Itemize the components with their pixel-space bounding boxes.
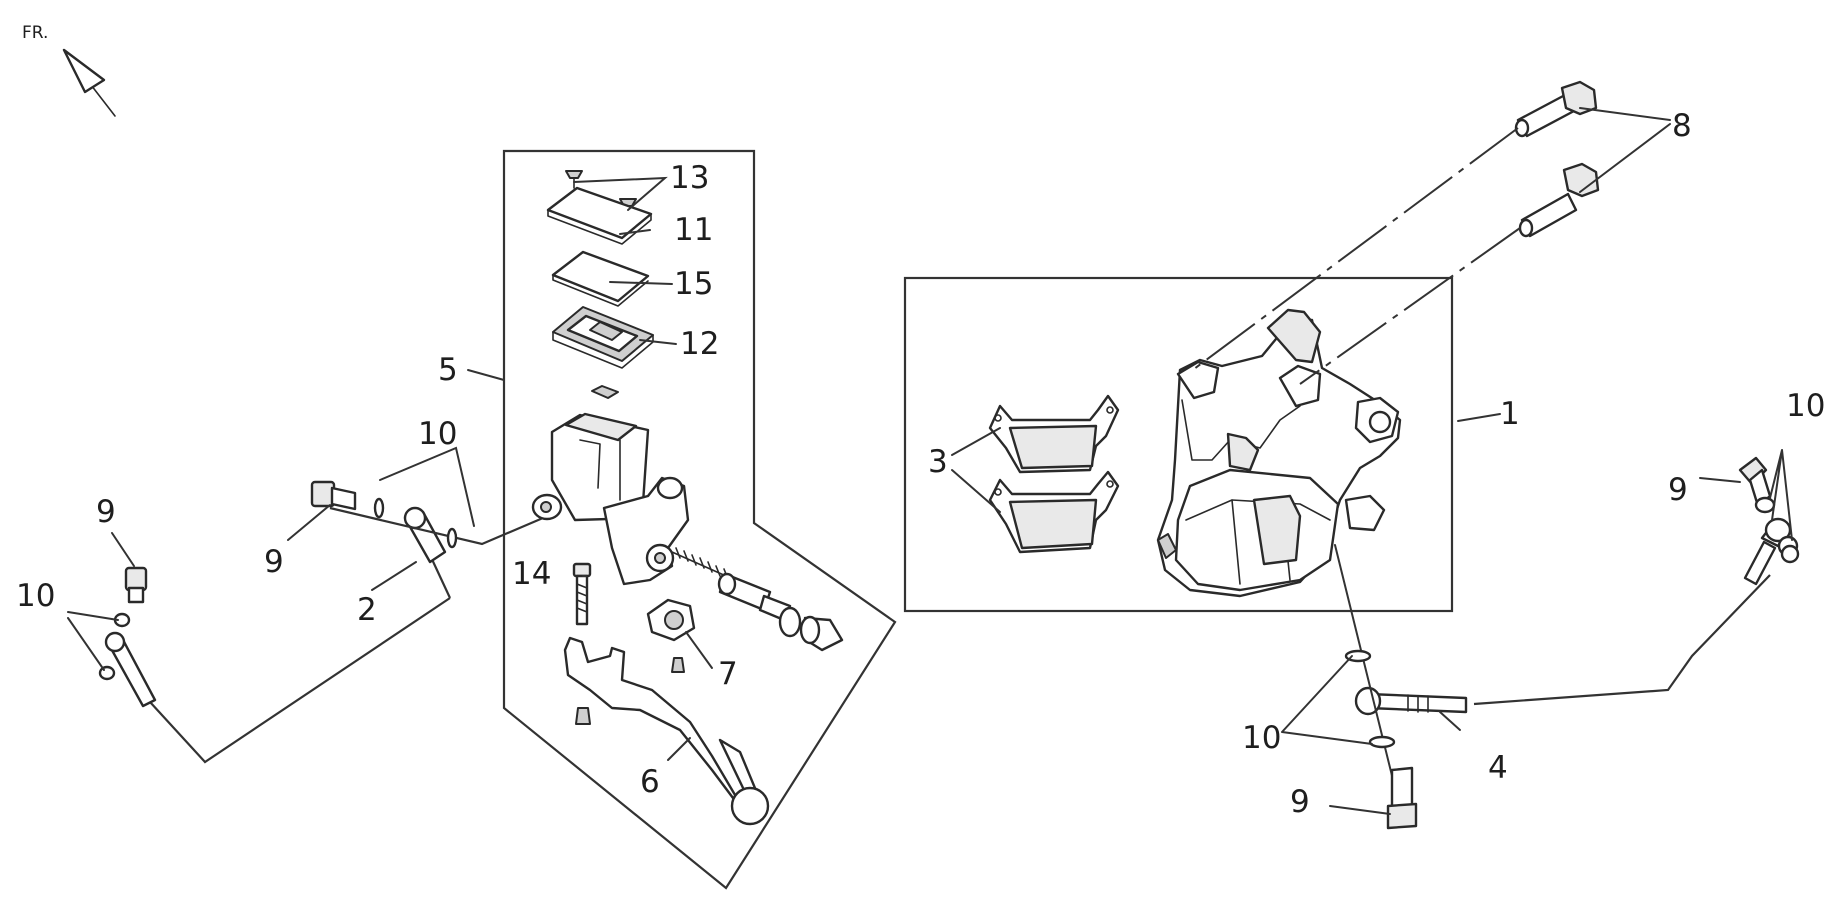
- callout-10-master: 10: [418, 416, 457, 452]
- reservoir-diaphragm: [552, 306, 654, 369]
- master-washer-right: [446, 527, 458, 549]
- callout-12: 12: [680, 326, 719, 362]
- lever-pivot-bolt: [572, 562, 592, 626]
- callout-10-right: 10: [1786, 388, 1825, 424]
- caliper-banjo-axis: [1334, 544, 1399, 801]
- caliper-bolt-lower-guide: [1299, 227, 1521, 385]
- caliper-washer-upper: [1344, 649, 1372, 663]
- master-cylinder-assembly-box: [502, 149, 897, 890]
- callout-4: 4: [1488, 750, 1508, 786]
- callout-10-caliper: 10: [1242, 720, 1281, 756]
- caliper-hose: [1354, 518, 1792, 716]
- master-piston-spring: [671, 547, 792, 622]
- brake-pad-upper: [988, 394, 1120, 474]
- caliper-bolt-upper-guide: [1189, 127, 1519, 373]
- callout-9-master: 9: [264, 544, 284, 580]
- piston-seal-ring: [778, 606, 802, 638]
- callout-1: 1: [1500, 396, 1520, 432]
- callout-6: 6: [640, 764, 660, 800]
- brake-caliper: [1156, 308, 1402, 598]
- callout-10-left: 10: [16, 578, 55, 614]
- callouts: 1 2 3 4 5 6 7 8 9 9 9 9 10 10 10 10 11 1…: [16, 108, 1825, 820]
- front-direction-label: FR.: [22, 23, 48, 43]
- front-brake-hose: [104, 506, 551, 764]
- reservoir-plate: [551, 250, 650, 303]
- caliper-bolt-upper: [1514, 80, 1598, 138]
- callout-15: 15: [674, 266, 713, 302]
- master-washer-left: [373, 497, 385, 519]
- caliper-washer-lower: [1368, 735, 1396, 749]
- master-cylinder-body: [531, 412, 690, 586]
- reservoir-float: [591, 385, 619, 399]
- reservoir-cover: [546, 186, 653, 240]
- caliper-bolt-lower: [1518, 162, 1600, 238]
- callout-3: 3: [928, 444, 948, 480]
- callout-13: 13: [670, 160, 709, 196]
- callout-5: 5: [438, 352, 458, 388]
- callout-9-caliper: 9: [1290, 784, 1310, 820]
- callout-14: 14: [512, 556, 551, 592]
- piston-dust-boot: [799, 615, 844, 652]
- brake-light-switch: [646, 598, 696, 673]
- brake-pad-lower: [988, 470, 1120, 554]
- right-washer-upper: [1754, 496, 1776, 514]
- callout-9-right: 9: [1668, 472, 1688, 508]
- callout-8: 8: [1672, 108, 1692, 144]
- callout-2: 2: [357, 592, 377, 628]
- master-banjo-bolt: [310, 480, 357, 511]
- callout-11: 11: [674, 212, 713, 248]
- caliper-assembly-box: [903, 276, 1454, 613]
- callout-7: 7: [718, 656, 738, 692]
- leader-lines: [67, 107, 1793, 815]
- left-banjo-bolt: [124, 566, 148, 604]
- right-washer-lower: [1780, 544, 1800, 564]
- caliper-banjo-bolt: [1386, 766, 1418, 830]
- front-direction-arrow: FR.: [22, 23, 116, 117]
- brake-lever: [563, 636, 770, 826]
- callout-9-left: 9: [96, 494, 116, 530]
